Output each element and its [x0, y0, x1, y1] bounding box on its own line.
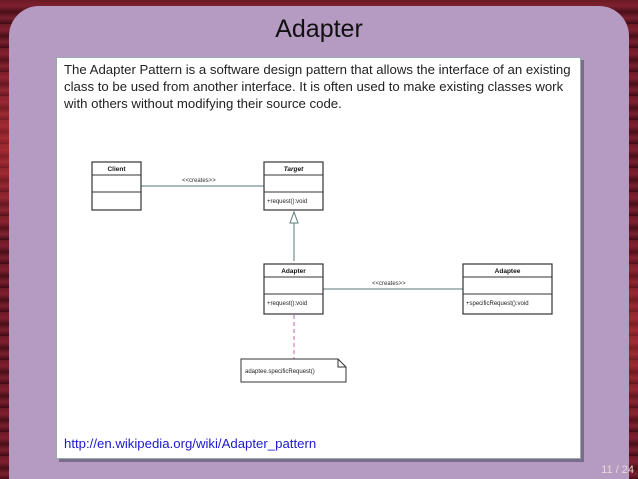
uml-note: adaptee.specificRequest(): [240, 358, 347, 383]
page-number: 11 / 24: [601, 464, 634, 476]
generalization-arrowhead: [289, 210, 299, 224]
uml-diagram: <<creates>> <<creates>> Client Target +r…: [91, 161, 553, 383]
adapter-operation: +request():void: [267, 301, 307, 307]
content-box: The Adapter Pattern is a software design…: [56, 57, 581, 459]
uml-class-client: Client: [91, 161, 142, 211]
adaptee-operation: +specificRequest():void: [466, 301, 529, 307]
uml-class-adapter: Adapter +request():void: [263, 263, 324, 315]
creates-label-2: <<creates>>: [372, 281, 406, 287]
slide-title: Adapter: [275, 15, 363, 43]
target-operation: +request():void: [267, 199, 307, 205]
wikipedia-link[interactable]: http://en.wikipedia.org/wiki/Adapter_pat…: [64, 436, 317, 451]
client-class-name: Client: [107, 166, 126, 173]
adapter-class-name: Adapter: [281, 268, 306, 275]
adaptee-class-name: Adaptee: [495, 268, 521, 275]
uml-class-target: Target +request():void: [263, 161, 324, 211]
uml-class-adaptee: Adaptee +specificRequest():void: [462, 263, 553, 315]
description-text: The Adapter Pattern is a software design…: [64, 62, 571, 111]
note-text: adaptee.specificRequest(): [245, 369, 315, 375]
creates-label-1: <<creates>>: [182, 178, 216, 184]
target-class-name: Target: [284, 166, 304, 173]
